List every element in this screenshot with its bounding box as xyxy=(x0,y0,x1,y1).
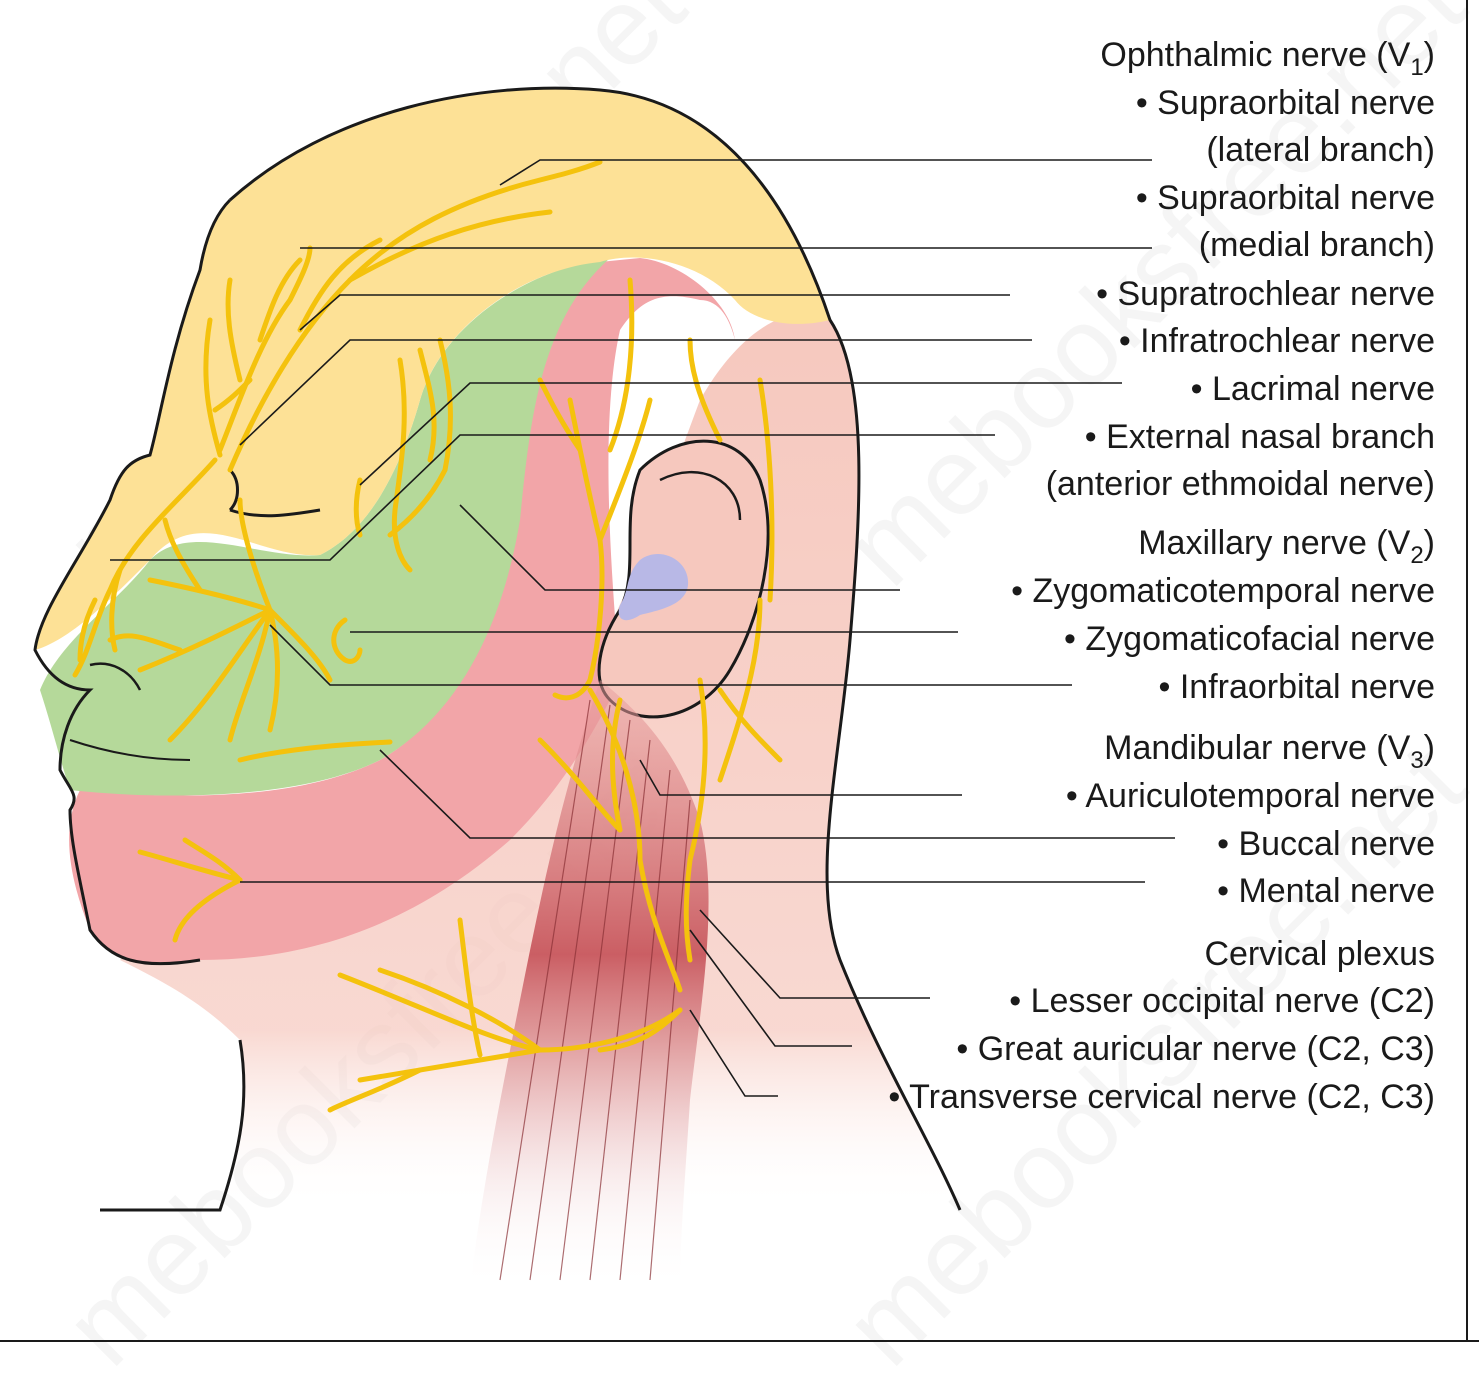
head-outline xyxy=(228,86,962,1211)
label-supraorbital-medial-sub: (medial branch) xyxy=(1198,226,1435,264)
nostril xyxy=(89,662,142,691)
neck-muscle xyxy=(470,680,709,1290)
label-external-nasal: • External nasal branch xyxy=(1084,418,1435,456)
head-illustration xyxy=(33,86,1175,1290)
label-ophthalmic-nerve: Ophthalmic nerve (V1) xyxy=(1100,36,1435,81)
label-lacrimal: • Lacrimal nerve xyxy=(1190,370,1435,408)
face-outline xyxy=(33,198,232,966)
label-maxillary-nerve: Maxillary nerve (V2) xyxy=(1138,524,1435,569)
label-lesser-occipital: • Lesser occipital nerve (C2) xyxy=(1009,982,1435,1020)
label-great-auricular: • Great auricular nerve (C2, C3) xyxy=(956,1030,1435,1068)
label-infraorbital: • Infraorbital nerve xyxy=(1158,668,1435,706)
leader-lines xyxy=(110,159,1175,1097)
lips xyxy=(69,739,191,761)
maxillary-region xyxy=(40,258,610,796)
label-supraorbital-medial: • Supraorbital nerve xyxy=(1135,179,1435,217)
chin-neck-outline xyxy=(100,1039,246,1212)
diagram-figure: mebooksfree.net mebooksfree.net mebooksf… xyxy=(0,0,1479,1342)
ophthalmic-region xyxy=(35,88,830,650)
label-cervical-plexus: Cervical plexus xyxy=(1204,935,1435,973)
label-supraorbital-lateral: • Supraorbital nerve xyxy=(1135,84,1435,122)
label-buccal: • Buccal nerve xyxy=(1217,825,1435,863)
bottom-frame-line xyxy=(0,1340,1479,1342)
label-zygomaticotemporal: • Zygomaticotemporal nerve xyxy=(1011,572,1435,610)
label-transverse-cervical: • Transverse cervical nerve (C2, C3) xyxy=(888,1078,1435,1116)
right-frame-line xyxy=(1466,0,1468,1342)
label-infratrochlear: • Infratrochlear nerve xyxy=(1118,322,1435,360)
label-supratrochlear: • Supratrochlear nerve xyxy=(1096,275,1435,313)
label-auriculotemporal: • Auriculotemporal nerve xyxy=(1065,777,1435,815)
label-mandibular-nerve: Mandibular nerve (V3) xyxy=(1104,729,1435,774)
ear-canal xyxy=(618,554,689,621)
nerve-branches xyxy=(72,159,783,1113)
label-mental: • Mental nerve xyxy=(1217,872,1435,910)
label-zygomaticofacial: • Zygomaticofacial nerve xyxy=(1064,620,1435,658)
label-supraorbital-lateral-sub: (lateral branch) xyxy=(1206,131,1435,169)
label-external-nasal-sub: (anterior ethmoidal nerve) xyxy=(1045,465,1435,503)
ear-inner-fold xyxy=(659,470,742,521)
